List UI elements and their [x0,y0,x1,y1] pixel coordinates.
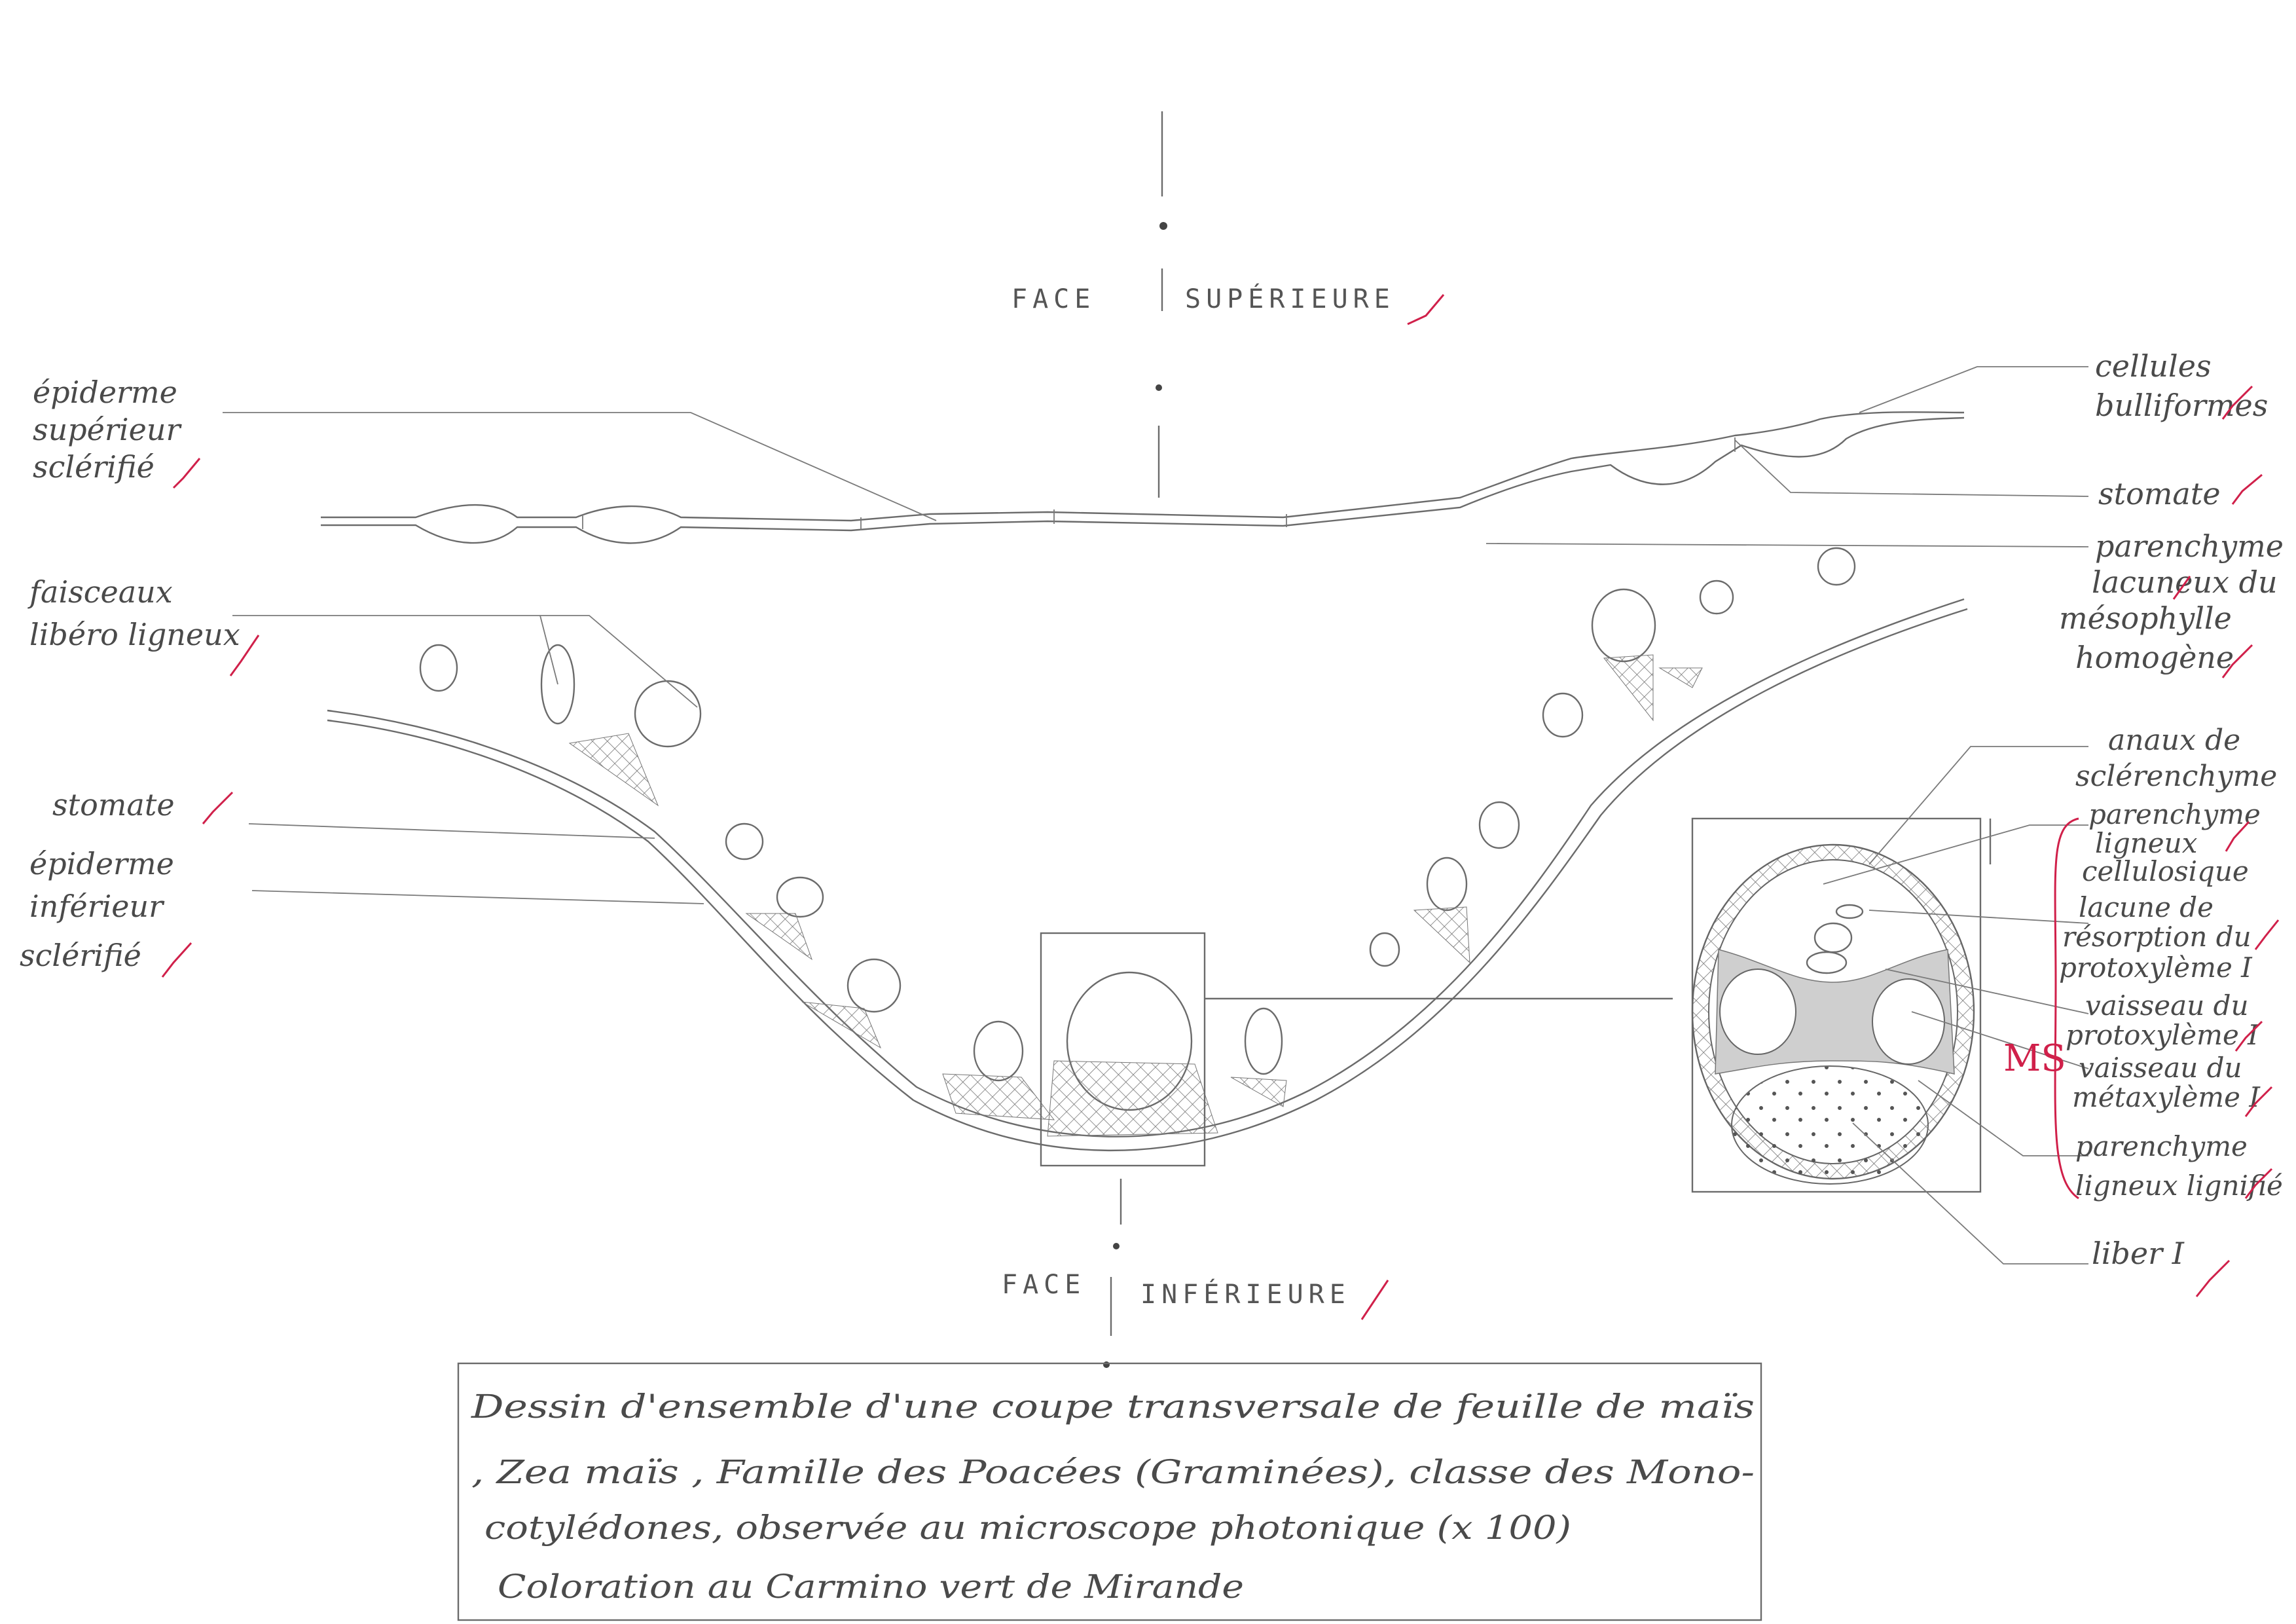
svg-text:protoxylème I: protoxylème I [2066,1019,2259,1051]
label-epiderme-inferieur: épiderme inférieur sclérifié [20,846,191,977]
label-cellules-bulliformes: cellules bulliformes [2095,348,2268,423]
caption-line-2: , Zea maïs , Famille des Poacées (Gramin… [471,1453,1755,1491]
upper-epidermis [321,412,1964,543]
svg-text:épiderme: épiderme [29,846,174,881]
label-vaisseau-metaxyleme: vaisseau du métaxylème I [2072,1052,2272,1116]
label-liber: liber I [2092,1236,2229,1297]
label-lacune: lacune de résorption du protoxylème I [2059,891,2278,984]
face-top-label: FACE [1011,284,1095,314]
check-mark [1408,295,1444,324]
svg-text:vaisseau du: vaisseau du [2085,989,2249,1022]
check-mark [1362,1280,1388,1320]
svg-text:protoxylème I: protoxylème I [2059,951,2253,984]
svg-text:parenchyme: parenchyme [2088,798,2261,830]
svg-text:faisceaux: faisceaux [27,574,173,610]
svg-text:vaisseau du: vaisseau du [2079,1052,2242,1084]
label-parenchyme-cellulosique: parenchyme ligneux cellulosique [2082,798,2261,887]
caption-line-1: Dessin d'ensemble d'une coupe transversa… [471,1388,1755,1426]
label-anneau-sclerenchyme: anaux de sclérenchyme [2075,724,2277,793]
svg-text:résorption du: résorption du [2062,921,2251,953]
svg-text:épiderme: épiderme [33,375,177,410]
label-parenchyme-lacuneux: parenchyme lacuneux du mésophylle homogè… [2059,528,2284,678]
label-stomate-right: stomate [2098,475,2262,511]
svg-text:sclérifié: sclérifié [20,938,141,973]
svg-text:métaxylème I: métaxylème I [2072,1081,2261,1113]
correction-mark: MS [2003,1037,2066,1080]
svg-text:sclérifié: sclérifié [33,449,155,485]
svg-text:ligneux: ligneux [2095,827,2198,859]
bundle-detail [1692,819,1990,1192]
svg-text:homogène: homogène [2075,640,2234,675]
svg-text:anaux de: anaux de [2108,724,2240,757]
svg-text:cellules: cellules [2095,348,2212,384]
svg-text:stomate: stomate [52,787,175,822]
caption: Dessin d'ensemble d'une coupe transversa… [471,1388,1755,1606]
inferieure-label: INFÉRIEURE [1140,1278,1351,1310]
symmetry-axis [1103,111,1167,1368]
superieure-label: SUPÉRIEURE [1185,283,1395,314]
svg-text:supérieur: supérieur [33,412,182,447]
label-faisceaux: faisceaux libéro ligneux [27,574,259,676]
svg-text:sclérenchyme: sclérenchyme [2075,760,2277,793]
caption-line-4: Coloration au Carmino vert de Mirande [498,1568,1244,1606]
label-epiderme-superieur: épiderme supérieur sclérifié [33,375,200,488]
svg-text:ligneux lignifié: ligneux lignifié [2075,1170,2283,1202]
svg-text:cellulosique: cellulosique [2082,855,2249,887]
svg-text:inférieur: inférieur [29,889,165,924]
svg-text:parenchyme: parenchyme [2075,1130,2248,1162]
label-stomate-left: stomate [52,787,232,824]
svg-text:liber I: liber I [2092,1236,2185,1271]
caption-line-3: cotylédones, observée au microscope phot… [484,1509,1571,1547]
svg-text:mésophylle: mésophylle [2059,600,2232,636]
face-bottom-label: FACE [1002,1270,1085,1300]
svg-text:libéro ligneux: libéro ligneux [29,617,240,652]
leader-lines-left [223,413,936,904]
label-vaisseau-protoxyleme: vaisseau du protoxylème I [2066,989,2262,1051]
svg-text:stomate: stomate [2098,476,2221,511]
svg-text:lacune de: lacune de [2079,891,2214,923]
svg-text:bulliformes: bulliformes [2095,388,2268,423]
label-parenchyme-lignifie: parenchyme ligneux lignifié [2075,1130,2283,1202]
vascular-bundles [420,548,1855,1136]
svg-text:parenchyme: parenchyme [2095,528,2284,564]
